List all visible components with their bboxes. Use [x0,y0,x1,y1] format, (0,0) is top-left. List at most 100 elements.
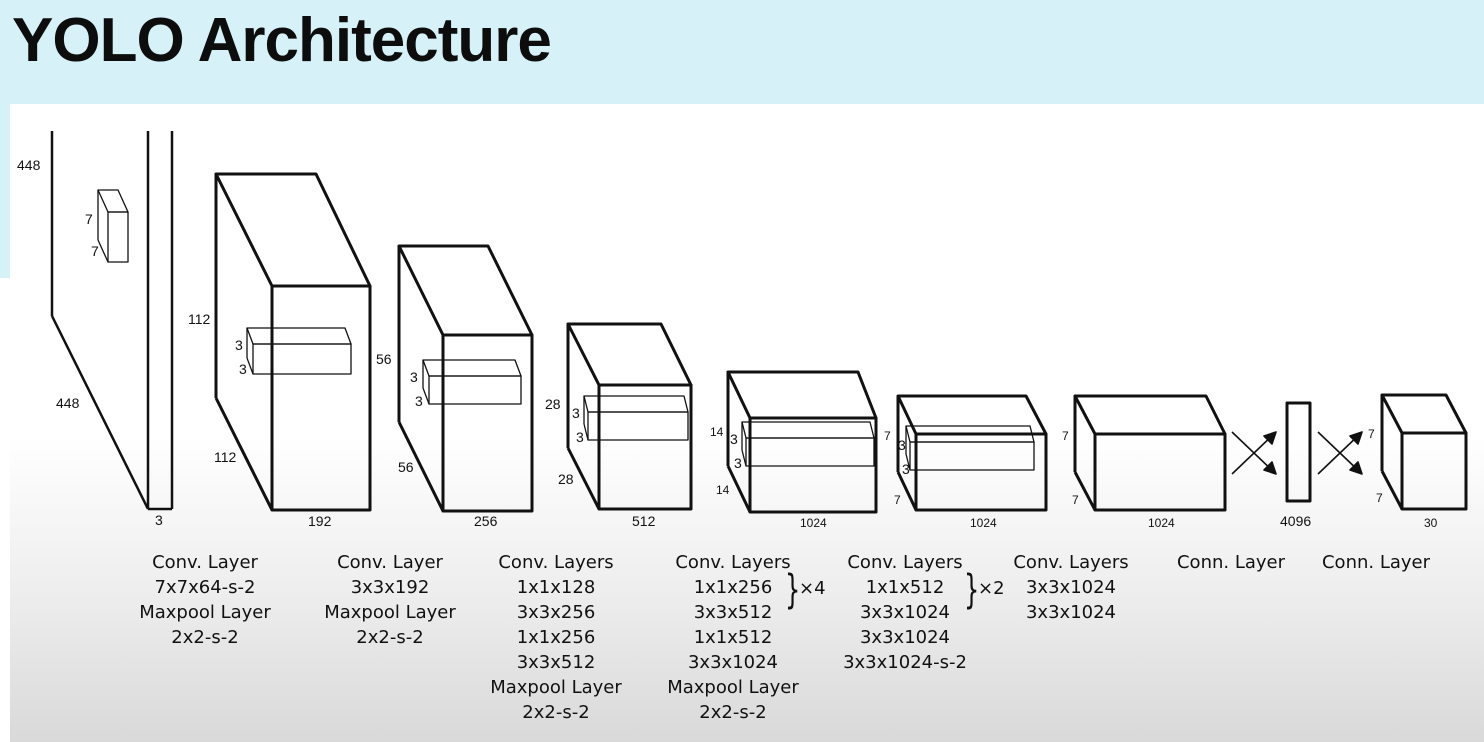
dim-block1-kernel-a: 3 [235,337,243,353]
caption-line: Conv. Layers [1013,552,1129,573]
repeat-label-4: ×4 [799,578,826,599]
caption-line: 3x3x1024 [859,602,951,623]
caption-line: 3x3x1024 [1025,602,1117,623]
dim-block3-width: 28 [558,471,574,487]
caption-line: Conn. Layer [1176,552,1286,573]
caption-line: 7x7x64-s-2 [154,577,256,598]
repeat-label-5: ×2 [978,578,1005,599]
dim-block5-height: 7 [884,429,891,443]
diagram-area: 448 448 3 7 7 112 112 192 3 3 56 56 256 … [10,104,1484,742]
dim-block4-height: 14 [710,425,724,439]
caption-line: 3x3x512 [516,652,596,673]
caption-block-5: Conv. Layers 1x1x512 3x3x1024 3x3x1024 3… [810,550,1000,675]
dim-input-depth: 3 [155,512,163,528]
caption-block-3: Conv. Layers 1x1x128 3x3x256 1x1x256 3x3… [461,550,651,725]
banner-edge [0,104,10,278]
kernel-box-3 [583,395,689,441]
output-block [1380,393,1468,511]
caption-line: 3x3x1024 [859,627,951,648]
dim-block3-kernel-a: 3 [572,405,580,421]
caption-line: Maxpool Layer [490,677,622,698]
caption-line: 3x3x1024 [687,652,779,673]
caption-block-7: Conn. Layer [1136,550,1326,575]
caption-line: Maxpool Layer [139,602,271,623]
dim-block4-depth: 1024 [800,516,827,530]
conv-block-6 [1073,394,1227,512]
caption-line: 2x2-s-2 [171,627,239,648]
kernel-box-4 [741,421,875,467]
title-banner [0,0,1484,104]
caption-line: 2x2-s-2 [699,702,767,723]
caption-line: Conv. Layers [675,552,791,573]
dense-connection-2 [1317,431,1363,475]
dim-input-height: 448 [17,157,41,173]
caption-line: Conv. Layers [498,552,614,573]
fc-layer-4096 [1285,401,1312,503]
caption-line: 2x2-s-2 [356,627,424,648]
dim-kernel-1b: 7 [91,243,99,259]
dim-output-depth: 30 [1424,516,1438,530]
dim-block3-kernel-b: 3 [576,429,584,445]
caption-line: 1x1x128 [516,577,596,598]
dim-block6-height: 7 [1062,429,1069,443]
dim-block1-width: 112 [214,449,237,465]
conv-block-3 [566,322,693,511]
caption-block-6: Conv. Layers 3x3x1024 3x3x1024 [976,550,1166,625]
caption-line: 1x1x256 [693,577,773,598]
caption-line: Maxpool Layer [667,677,799,698]
dim-output-height: 7 [1368,427,1375,441]
caption-line: Conv. Layers [847,552,963,573]
dim-block4-kernel-b: 3 [734,455,742,471]
slide-title: YOLO Architecture [12,6,552,75]
caption-block-2: Conv. Layer 3x3x192 Maxpool Layer 2x2-s-… [295,550,485,650]
dim-block5-depth: 1024 [970,516,997,530]
conv-block-2 [397,244,534,513]
kernel-box-2 [422,359,522,405]
dense-connection-1 [1231,431,1277,475]
caption-block-4: Conv. Layers 1x1x256 3x3x512 1x1x512 3x3… [638,550,828,725]
kernel-box-5 [905,425,1035,471]
dim-block1-height: 112 [188,311,211,327]
dim-output-width: 7 [1376,491,1383,505]
dim-block3-height: 28 [545,396,561,412]
dim-block5-kernel-a: 3 [898,437,906,453]
dim-block2-width: 56 [398,459,414,475]
conv-block-1 [214,172,372,512]
caption-line: 1x1x512 [693,627,773,648]
caption-line: Conv. Layer [152,552,258,573]
dim-block5-kernel-b: 3 [902,461,910,477]
caption-line: 3x3x1024-s-2 [843,652,967,673]
dim-block2-height: 56 [376,351,392,367]
caption-line: 2x2-s-2 [522,702,590,723]
caption-line: Maxpool Layer [324,602,456,623]
dim-block4-width: 14 [716,483,730,497]
dim-block3-depth: 512 [632,513,656,529]
caption-line: 3x3x256 [516,602,596,623]
conv-block-5 [896,394,1048,512]
input-kernel-box [97,189,129,263]
kernel-box-1 [246,327,352,375]
dim-block6-width: 7 [1072,493,1079,507]
caption-line: 1x1x256 [516,627,596,648]
dim-block1-depth: 192 [308,513,332,529]
dim-fc-depth: 4096 [1280,513,1311,529]
dim-block1-kernel-b: 3 [239,361,247,377]
dim-block2-kernel-a: 3 [410,369,418,385]
dim-kernel-1a: 7 [85,211,93,227]
dim-block2-kernel-b: 3 [415,393,423,409]
dim-block5-width: 7 [894,493,901,507]
yolo-architecture-diagram: 448 448 3 7 7 112 112 192 3 3 56 56 256 … [17,131,1468,530]
repeat-brace-4: } [785,567,801,613]
caption-block-1: Conv. Layer 7x7x64-s-2 Maxpool Layer 2x2… [110,550,300,650]
conv-block-4 [726,370,878,514]
caption-line: 1x1x512 [865,577,945,598]
repeat-brace-5: } [964,567,980,613]
dim-block4-kernel-a: 3 [730,431,738,447]
caption-block-8: Conn. Layer [1281,550,1471,575]
caption-line: 3x3x192 [350,577,430,598]
caption-line: Conv. Layer [337,552,443,573]
input-image-block [50,131,174,511]
dim-input-width: 448 [56,395,80,411]
dim-block6-depth: 1024 [1148,516,1175,530]
dim-block2-depth: 256 [474,513,498,529]
